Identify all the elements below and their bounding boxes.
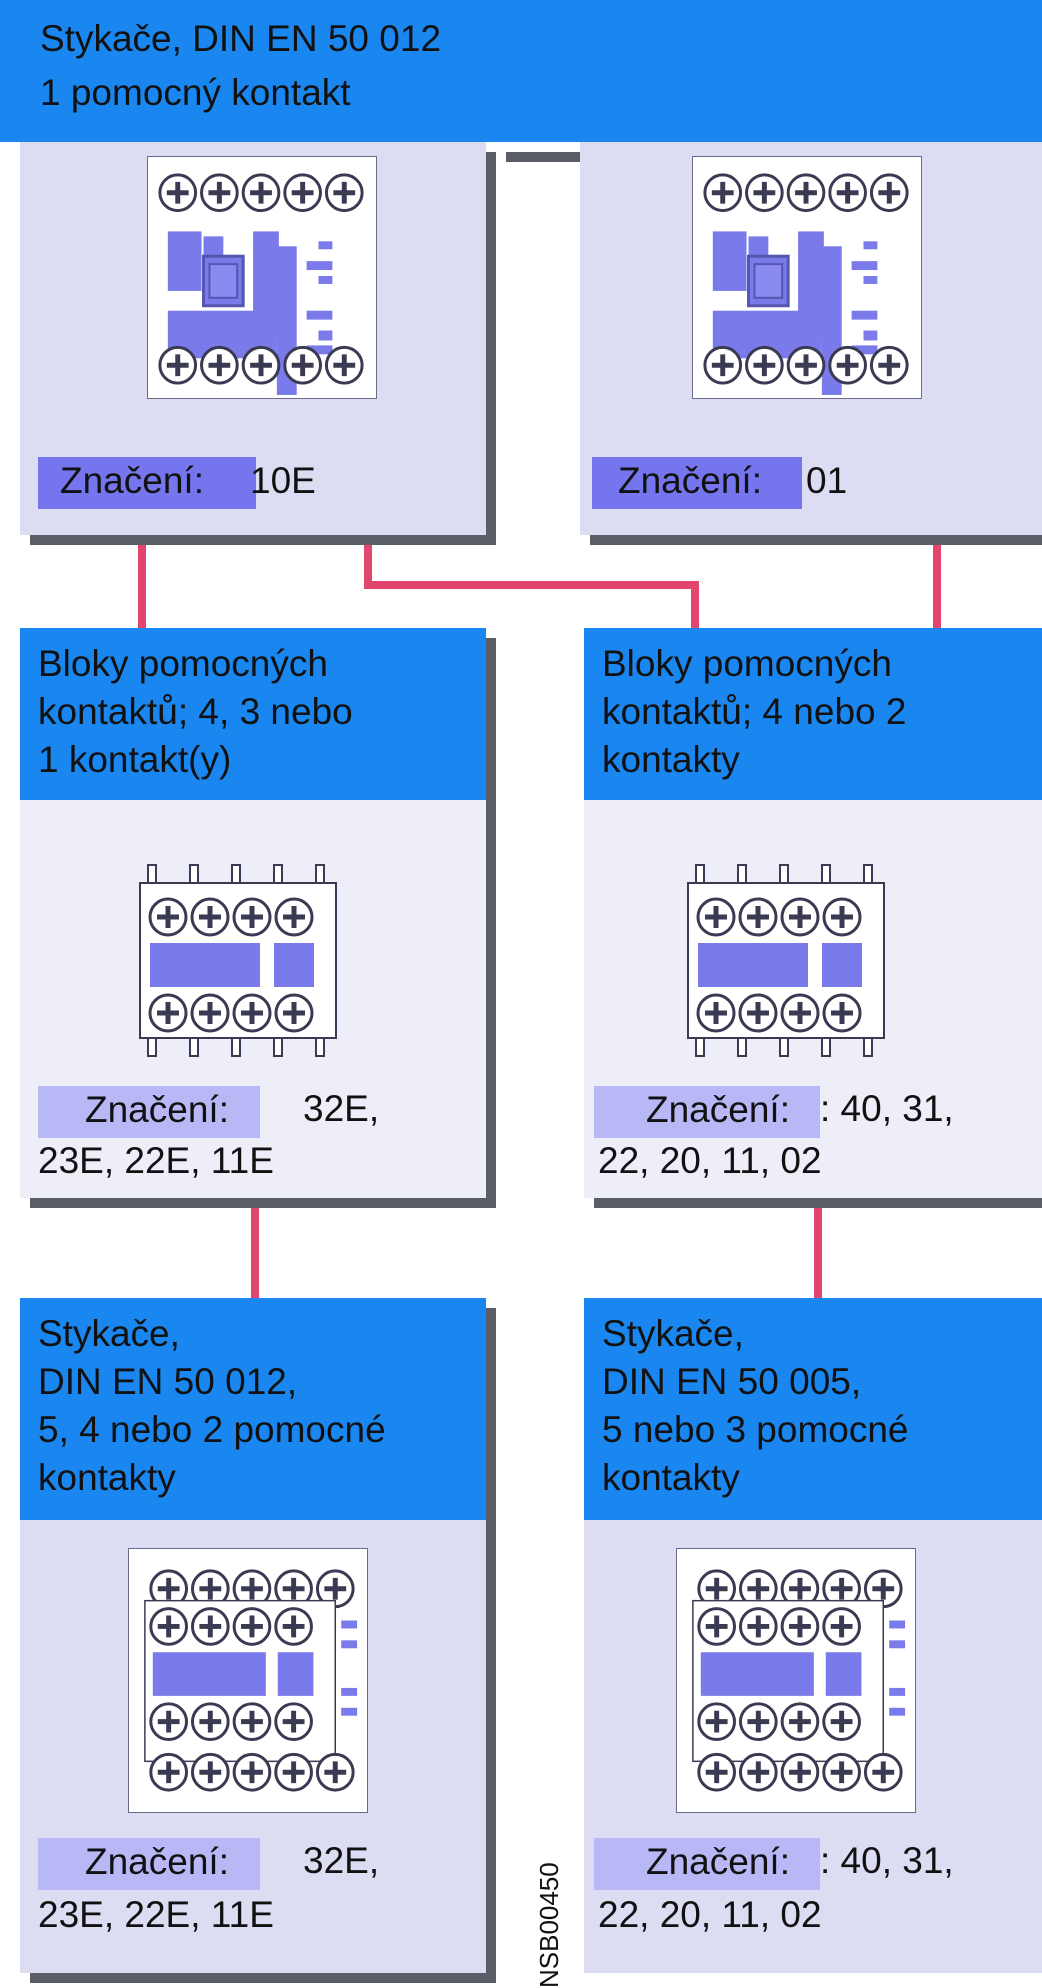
connector-topleft-midright bbox=[364, 535, 699, 628]
figure-id: NSB00450 bbox=[534, 1862, 564, 1988]
panel-contactor-1-aux-nc: Značení: 01 bbox=[580, 142, 1042, 535]
header-line-3: 1 kontakt(y) bbox=[38, 739, 232, 780]
header-line-1: Bloky pomocných bbox=[602, 643, 892, 684]
shadow-strip bbox=[594, 1198, 1042, 1208]
marking-label: Značení: bbox=[85, 1841, 229, 1882]
shadow-strip bbox=[590, 535, 1042, 545]
panel-aux-block-right: Bloky pomocných kontaktů; 4 nebo 2 konta… bbox=[584, 628, 1042, 1198]
header-line-1: Stykače, bbox=[602, 1313, 744, 1354]
panel-header: Stykače, DIN EN 50 005, 5 nebo 3 pomocné… bbox=[584, 1298, 1042, 1520]
panel-header: Bloky pomocných kontaktů; 4, 3 nebo 1 ko… bbox=[20, 628, 486, 800]
header-line-4: kontakty bbox=[602, 1457, 740, 1498]
contactor-with-aux-illustration bbox=[676, 1548, 916, 1813]
header-line-1: Bloky pomocných bbox=[38, 643, 328, 684]
panel-header: Bloky pomocných kontaktů; 4 nebo 2 konta… bbox=[584, 628, 1042, 800]
panel-contactor-1-aux: Značení: 10E bbox=[20, 142, 486, 535]
label-chip bbox=[594, 1086, 820, 1138]
marking-code: 01 bbox=[806, 460, 848, 501]
label-chip bbox=[38, 1086, 260, 1138]
label-chip bbox=[38, 1838, 260, 1890]
contactor-icon bbox=[693, 157, 921, 397]
marking-code-line-1: 32E, bbox=[303, 1088, 380, 1129]
header-line-2: DIN EN 50 005, bbox=[602, 1361, 862, 1402]
marking-code-line-1: : 40, 31, bbox=[820, 1840, 954, 1881]
marking-label: Značení: bbox=[618, 460, 762, 501]
header-line-2: kontaktů; 4, 3 nebo bbox=[38, 691, 353, 732]
panel-contactor-multi-aux-left: Stykače, DIN EN 50 012, 5, 4 nebo 2 pomo… bbox=[20, 1298, 486, 1973]
marking-label: Značení: bbox=[85, 1089, 229, 1130]
panel-header: Stykače, DIN EN 50 012, 5, 4 nebo 2 pomo… bbox=[20, 1298, 486, 1520]
aux-block-illustration bbox=[128, 853, 348, 1068]
header-line-3: 5 nebo 3 pomocné bbox=[602, 1409, 909, 1450]
header-line-2: 1 pomocný kontakt bbox=[40, 72, 351, 113]
header-line-3: 5, 4 nebo 2 pomocné bbox=[38, 1409, 386, 1450]
label-chip bbox=[38, 457, 256, 509]
marking-code-line-2: 22, 20, 11, 02 bbox=[598, 1894, 822, 1935]
contactor-aux-icon bbox=[144, 1549, 358, 1812]
header-line-2: DIN EN 50 012, bbox=[38, 1361, 298, 1402]
contactor-illustration bbox=[692, 156, 922, 399]
contactor-icon bbox=[148, 157, 376, 397]
aux-block-icon bbox=[687, 864, 885, 1057]
marking-code-line-2: 23E, 22E, 11E bbox=[38, 1140, 274, 1181]
panel-contactor-multi-aux-right: Stykače, DIN EN 50 005, 5 nebo 3 pomocné… bbox=[584, 1298, 1042, 1973]
marking-label: Značení: bbox=[60, 460, 204, 501]
marking-code: 10E bbox=[250, 460, 316, 501]
header-line-4: kontakty bbox=[38, 1457, 176, 1498]
marking-label: Značení: bbox=[646, 1089, 790, 1130]
label-chip bbox=[594, 1838, 820, 1890]
marking-code-line-2: 22, 20, 11, 02 bbox=[598, 1140, 822, 1181]
header-line-2: kontaktů; 4 nebo 2 bbox=[602, 691, 907, 732]
label-chip bbox=[592, 457, 802, 509]
header-line-3: kontakty bbox=[602, 739, 740, 780]
contactor-illustration bbox=[147, 156, 377, 399]
header-line-1: Stykače, bbox=[38, 1313, 180, 1354]
marking-code-line-1: 32E, bbox=[303, 1840, 380, 1881]
aux-block-illustration bbox=[676, 853, 896, 1068]
marking-code-line-2: 23E, 22E, 11E bbox=[38, 1894, 274, 1935]
marking-code-line-1: : 40, 31, bbox=[820, 1088, 954, 1129]
header-line-1: Stykače, DIN EN 50 012 bbox=[40, 18, 442, 59]
contactor-aux-icon bbox=[692, 1549, 906, 1812]
header-contactors-din-50012: Stykače, DIN EN 50 012 1 pomocný kontakt bbox=[0, 0, 1042, 142]
marking-label: Značení: bbox=[646, 1841, 790, 1882]
panel-aux-block-left: Bloky pomocných kontaktů; 4, 3 nebo 1 ko… bbox=[20, 628, 486, 1198]
contactor-with-aux-illustration bbox=[128, 1548, 368, 1813]
gap-shadow bbox=[506, 152, 580, 162]
aux-block-icon bbox=[139, 864, 337, 1057]
